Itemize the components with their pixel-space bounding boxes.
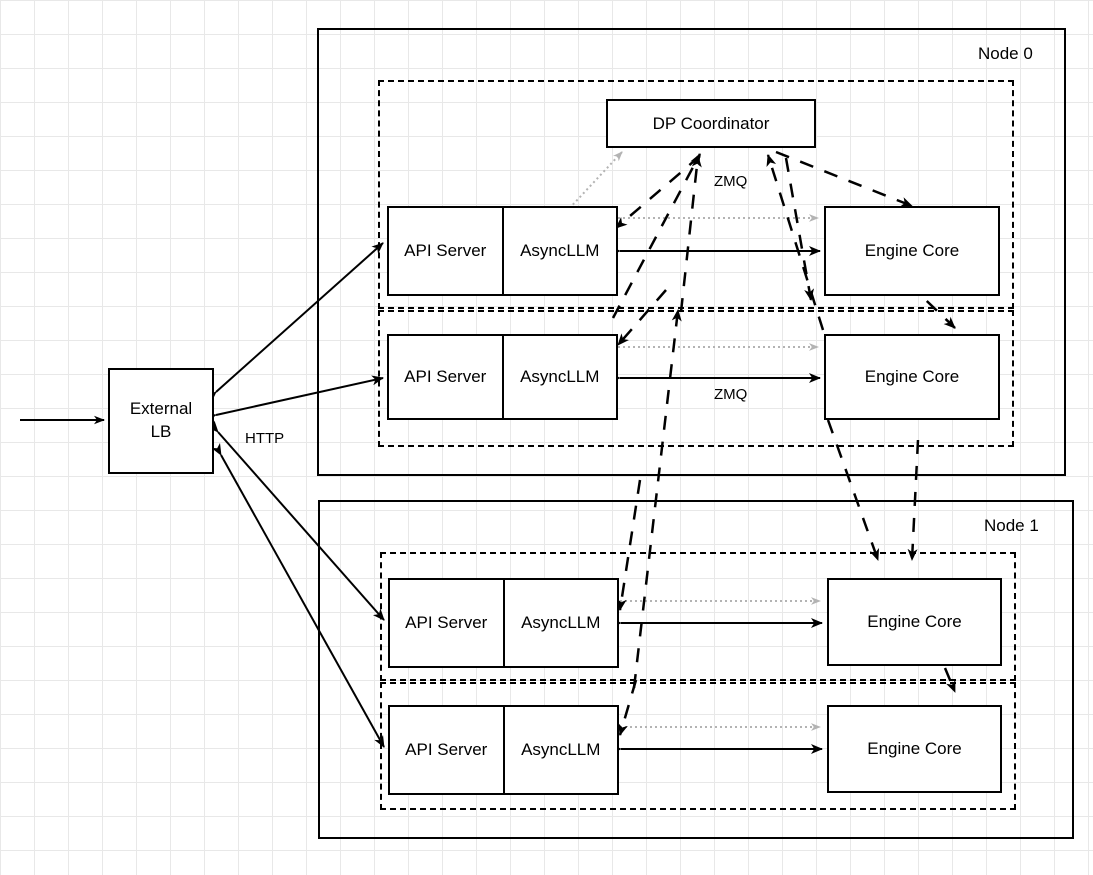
node-0-api-server-1[interactable]: API Server AsyncLLM <box>387 334 618 420</box>
api-server-label: API Server <box>390 580 505 666</box>
http-label: HTTP <box>245 430 285 447</box>
node-0-label: Node 0 <box>978 44 1033 63</box>
engine-core-label: Engine Core <box>864 367 960 386</box>
node-1-api-server-0[interactable]: API Server AsyncLLM <box>388 578 619 668</box>
node-0-engine-core-1[interactable]: Engine Core <box>824 334 1000 420</box>
node-0-dp-group-0 <box>378 80 1014 309</box>
dp-coordinator-box[interactable]: DP Coordinator <box>606 99 816 148</box>
async-llm-label: AsyncLLM <box>521 613 601 632</box>
node-0-container <box>317 28 1066 476</box>
node-1-label: Node 1 <box>984 516 1039 535</box>
node-0-zmq-label-0: ZMQ <box>714 173 748 190</box>
async-llm-label: AsyncLLM <box>520 367 600 386</box>
external-lb-label-line2: LB <box>150 422 172 441</box>
node-1-engine-core-0[interactable]: Engine Core <box>827 578 1002 666</box>
api-server-label: API Server <box>389 336 504 418</box>
engine-core-label: Engine Core <box>864 241 960 260</box>
api-server-label: API Server <box>389 208 504 294</box>
node-1-api-server-1[interactable]: API Server AsyncLLM <box>388 705 619 795</box>
api-server-label: API Server <box>390 707 505 793</box>
coordinator-dotted-link <box>565 151 623 213</box>
node-1-dp-group-0 <box>380 552 1016 681</box>
node-0-zmq-label-1: ZMQ <box>714 386 748 403</box>
node-0-engine-core-0[interactable]: Engine Core <box>824 206 1000 296</box>
async-engine-dotted-links <box>618 214 821 731</box>
dp-coordinator-label: DP Coordinator <box>652 113 770 133</box>
node-0-dp-group-1 <box>378 310 1014 447</box>
node-1-dp-group-1 <box>380 682 1016 810</box>
engine-core-label: Engine Core <box>867 739 962 758</box>
external-lb-label-line1: External <box>129 399 193 419</box>
node-1-engine-core-1[interactable]: Engine Core <box>827 705 1002 793</box>
external-lb-box[interactable]: External LB <box>108 368 214 474</box>
engine-core-label: Engine Core <box>867 612 962 631</box>
async-engine-solid-links <box>609 246 823 754</box>
async-llm-label: AsyncLLM <box>520 241 600 260</box>
node-1-container <box>318 500 1074 839</box>
lb-to-api-links <box>204 242 385 748</box>
node-0-api-server-0[interactable]: API Server AsyncLLM <box>387 206 618 296</box>
async-llm-label: AsyncLLM <box>521 740 601 759</box>
